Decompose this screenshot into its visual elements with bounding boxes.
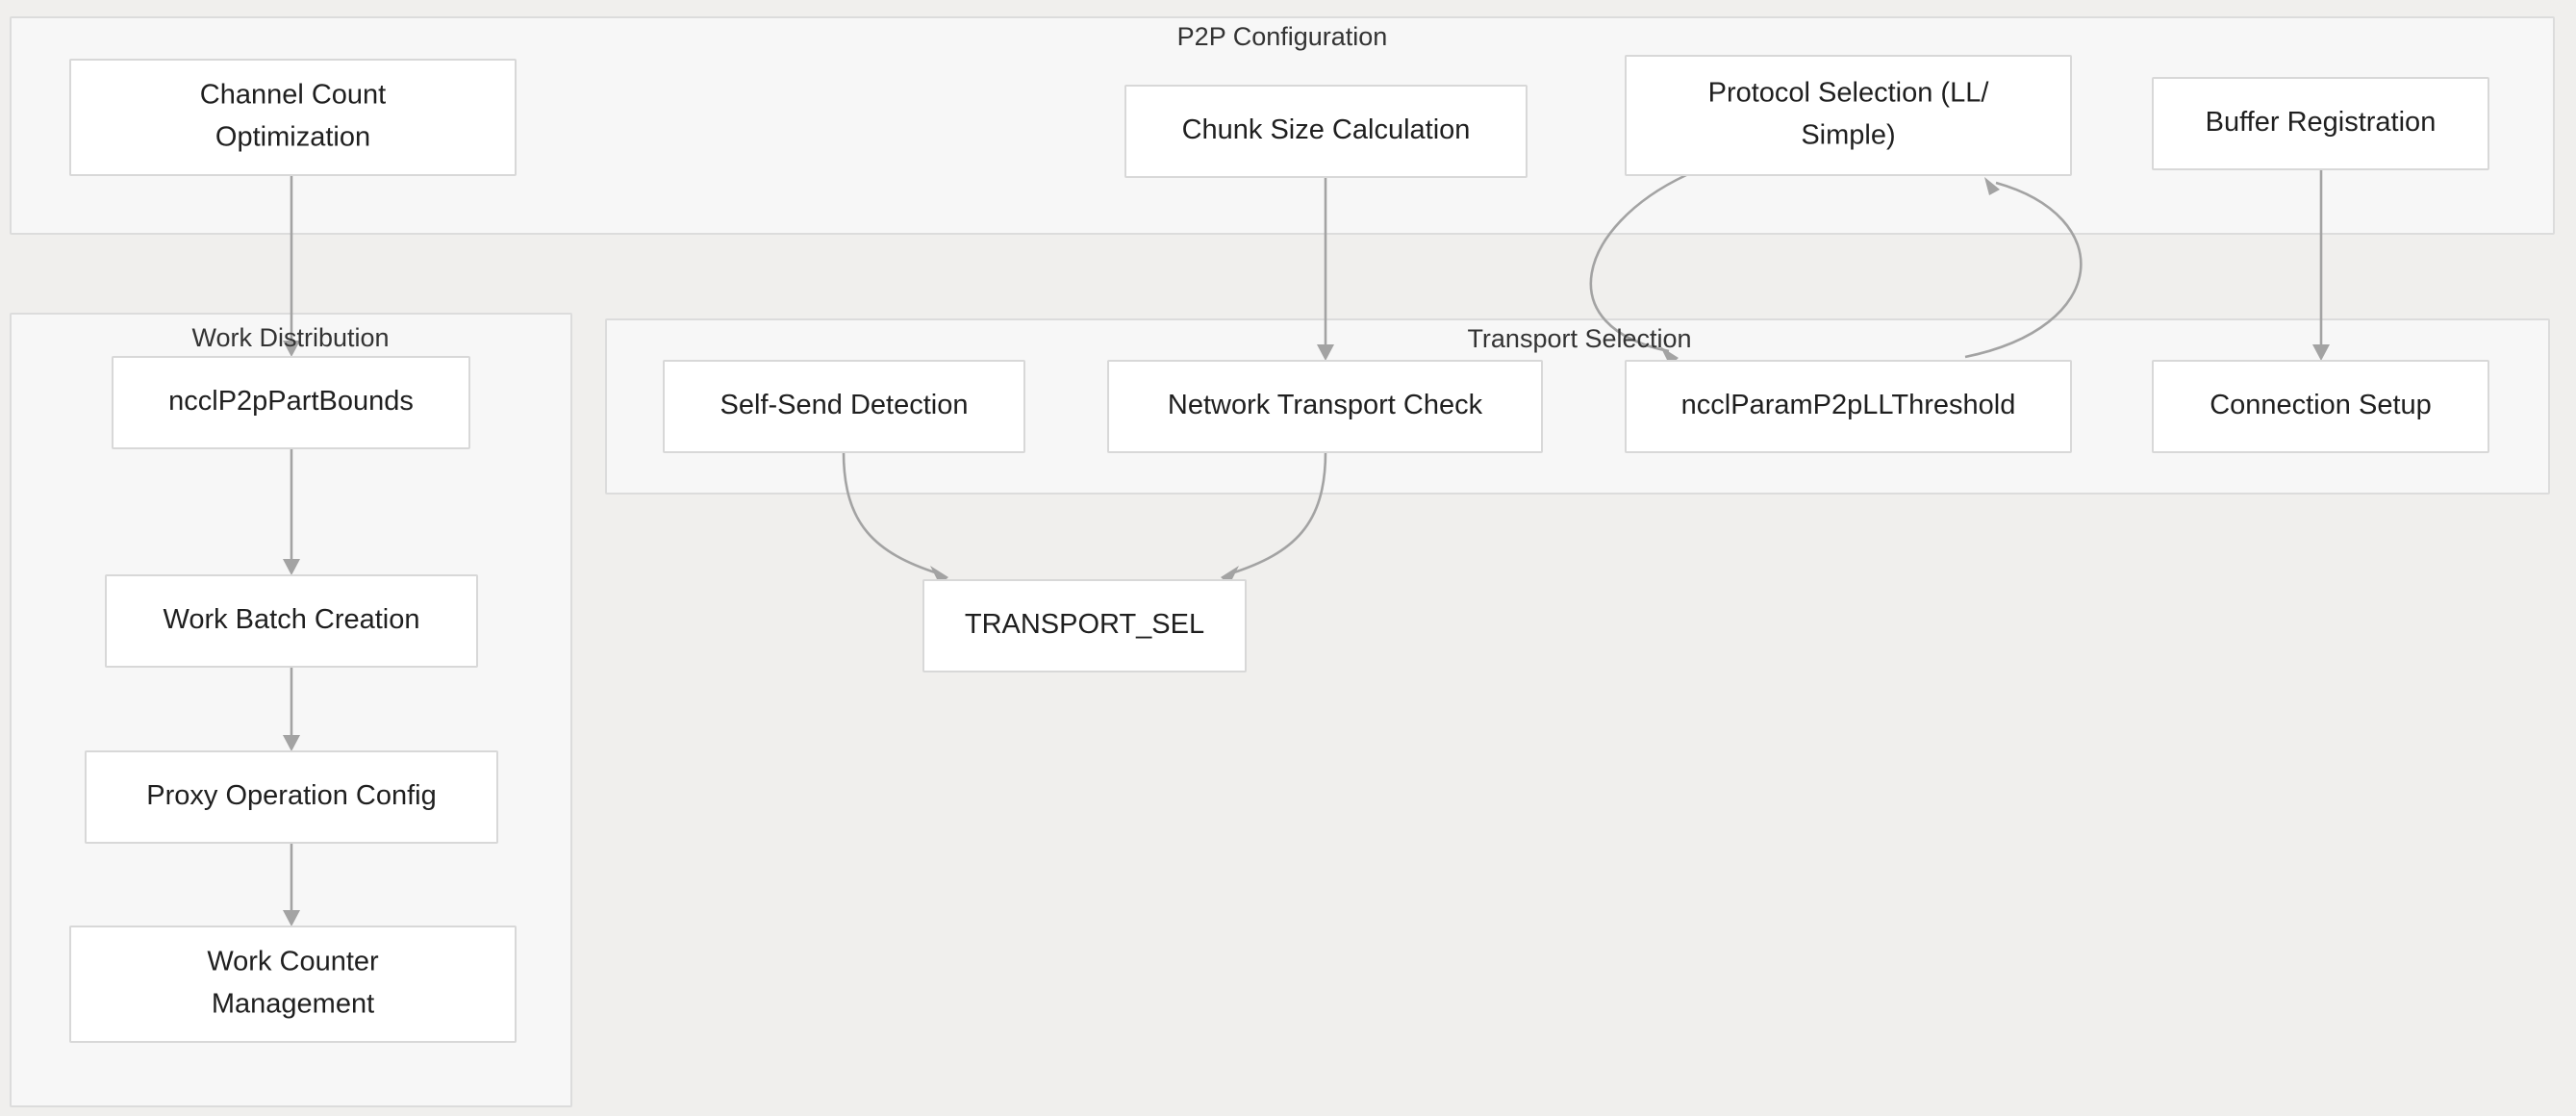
- edge-network-transport-check--transport-sel: [1230, 451, 1327, 575]
- node-label-proxy-operation-config: Proxy Operation Config: [146, 780, 436, 811]
- node-label-work-counter-management: Work Counter: [207, 947, 379, 977]
- node-transport-sel[interactable]: TRANSPORT_SEL: [922, 579, 1247, 672]
- node-network-transport-check[interactable]: Network Transport Check: [1107, 360, 1543, 453]
- arrowhead-channel-count-optimization--ncclp2ppartbounds: [283, 341, 300, 357]
- node-buffer-registration[interactable]: Buffer Registration: [2152, 77, 2489, 170]
- node-label-channel-count-optimization: Optimization: [215, 122, 370, 153]
- node-connection-setup[interactable]: Connection Setup: [2152, 360, 2489, 453]
- node-box-ncclp2ppartbounds[interactable]: [112, 356, 470, 449]
- node-box-buffer-registration[interactable]: [2152, 77, 2489, 170]
- arrowhead-buffer-registration--connection-setup: [2312, 344, 2330, 361]
- node-box-self-send-detection[interactable]: [663, 360, 1025, 453]
- node-box-transport-sel[interactable]: [922, 579, 1247, 672]
- node-work-batch-creation[interactable]: Work Batch Creation: [105, 574, 478, 668]
- arrowhead-ncclp2ppartbounds--work-batch-creation: [283, 559, 300, 575]
- edge-layer: [283, 169, 2330, 926]
- node-label-connection-setup: Connection Setup: [2210, 390, 2432, 420]
- node-ncclp2ppartbounds[interactable]: ncclP2pPartBounds: [112, 356, 470, 449]
- node-label-ncclp2ppartbounds: ncclP2pPartBounds: [168, 386, 414, 417]
- node-label-protocol-selection: Protocol Selection (LL/: [1708, 78, 1990, 109]
- node-box-protocol-selection[interactable]: [1625, 55, 2072, 176]
- node-self-send-detection[interactable]: Self-Send Detection: [663, 360, 1025, 453]
- cluster-label-transport-selection: Transport Selection: [1467, 324, 1691, 353]
- node-ncclparamp2pllthreshold[interactable]: ncclParamP2pLLThreshold: [1625, 360, 2072, 453]
- node-label-work-batch-creation: Work Batch Creation: [163, 604, 419, 635]
- arrowhead-work-batch-creation--proxy-operation-config: [283, 735, 300, 751]
- node-label-work-counter-management: Management: [212, 989, 374, 1020]
- node-box-chunk-size-calculation[interactable]: [1124, 85, 1528, 178]
- arrowhead-chunk-size-calculation--network-transport-check: [1317, 344, 1334, 361]
- node-box-work-batch-creation[interactable]: [105, 574, 478, 668]
- cluster-label-work-distribution: Work Distribution: [191, 323, 389, 352]
- node-label-protocol-selection: Simple): [1801, 120, 1895, 151]
- node-chunk-size-calculation[interactable]: Chunk Size Calculation: [1124, 85, 1528, 178]
- node-box-channel-count-optimization[interactable]: [69, 59, 517, 176]
- node-box-work-counter-management[interactable]: [69, 926, 517, 1043]
- node-label-chunk-size-calculation: Chunk Size Calculation: [1182, 114, 1471, 145]
- edge-protocol-selection--ncclparamp2pllthreshold: [1589, 173, 1687, 353]
- node-label-channel-count-optimization: Channel Count: [200, 80, 386, 111]
- node-protocol-selection[interactable]: Protocol Selection (LL/Simple): [1625, 55, 2072, 176]
- node-label-network-transport-check: Network Transport Check: [1168, 390, 1483, 420]
- node-proxy-operation-config[interactable]: Proxy Operation Config: [85, 750, 498, 844]
- cluster-label-p2p-configuration: P2P Configuration: [1177, 22, 1388, 51]
- edge-ncclparamp2pllthreshold--protocol-selection: [1964, 181, 2083, 359]
- node-label-ncclparamp2pllthreshold: ncclParamP2pLLThreshold: [1681, 390, 2016, 420]
- node-box-ncclparamp2pllthreshold[interactable]: [1625, 360, 2072, 453]
- node-label-self-send-detection: Self-Send Detection: [720, 390, 969, 420]
- node-box-proxy-operation-config[interactable]: [85, 750, 498, 844]
- edge-self-send-detection--transport-sel: [842, 451, 939, 575]
- arrowhead-proxy-operation-config--work-counter-management: [283, 910, 300, 926]
- node-box-connection-setup[interactable]: [2152, 360, 2489, 453]
- node-box-network-transport-check[interactable]: [1107, 360, 1543, 453]
- node-label-transport-sel: TRANSPORT_SEL: [965, 609, 1204, 640]
- arrowhead-ncclparamp2pllthreshold--protocol-selection: [1984, 177, 2000, 195]
- node-label-buffer-registration: Buffer Registration: [2206, 107, 2437, 138]
